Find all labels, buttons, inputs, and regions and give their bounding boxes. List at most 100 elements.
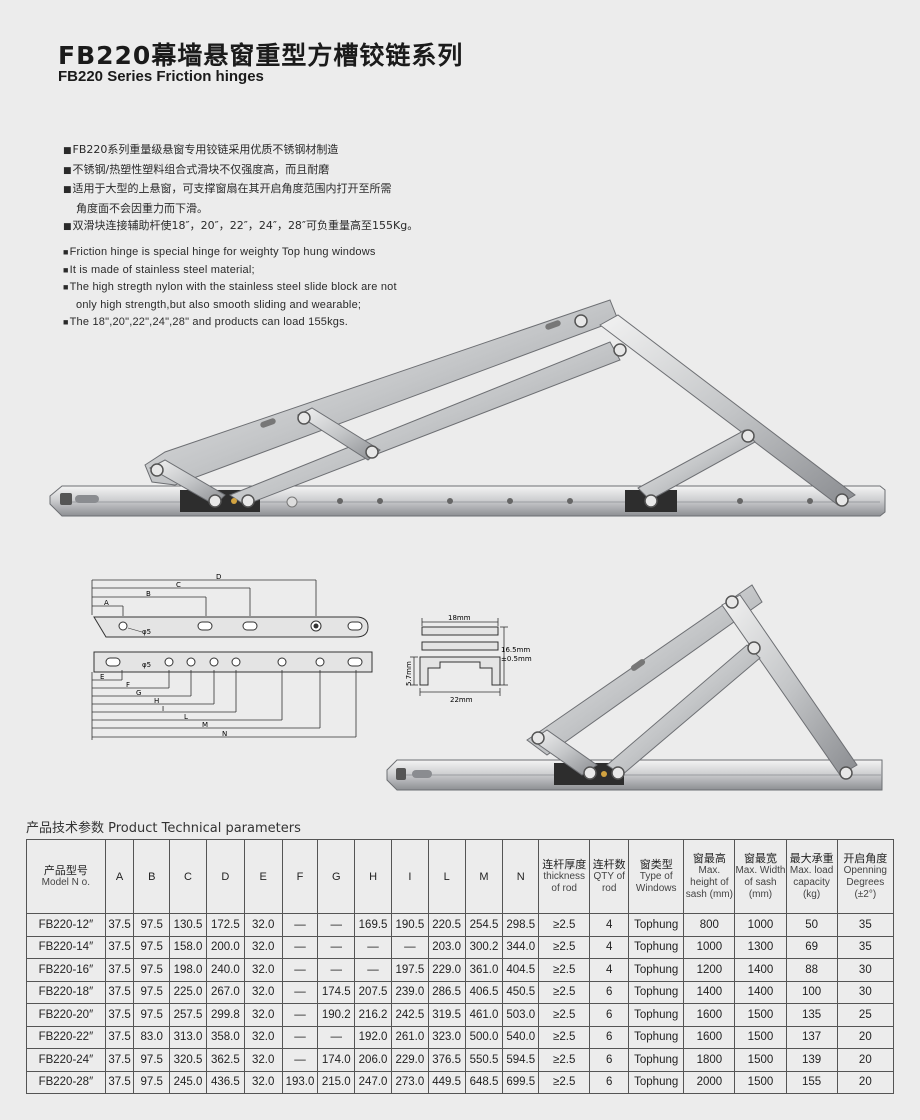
- table-cell: 69: [785, 935, 838, 959]
- table-cell: 6: [589, 1070, 630, 1094]
- table-cell: 198.0: [169, 958, 207, 982]
- table-cell: ≥2.5: [538, 1025, 591, 1049]
- feature-item: Friction hinge is special hinge for weig…: [63, 244, 397, 262]
- table-cell: —: [317, 913, 356, 937]
- table-cell: 20: [836, 1025, 895, 1049]
- column-header-cn: 开启角度: [843, 852, 888, 865]
- dim-label-e: E: [100, 673, 104, 681]
- column-header: N: [502, 839, 540, 914]
- table-cell: 239.0: [390, 980, 429, 1004]
- table-cell: 32.0: [243, 1003, 283, 1027]
- table-cell: 503.0: [502, 1003, 540, 1027]
- dim-label-g: G: [136, 689, 141, 697]
- section-width-top: 18mm: [448, 614, 471, 622]
- model-cell: FB220-28″: [26, 1070, 106, 1094]
- column-header: D: [205, 839, 245, 914]
- table-cell: 32.0: [243, 913, 283, 937]
- table-cell: 6: [589, 980, 630, 1004]
- model-cell: FB220-12″: [26, 913, 106, 937]
- model-cell: FB220-24″: [26, 1048, 106, 1072]
- table-cell: 137: [785, 1025, 838, 1049]
- column-header: B: [133, 839, 171, 914]
- table-cell: 267.0: [205, 980, 245, 1004]
- table-cell: 1300: [734, 935, 787, 959]
- table-cell: 648.5: [464, 1070, 504, 1094]
- table-cell: 30: [836, 958, 895, 982]
- hinge-photo-large: [49, 299, 886, 517]
- lower-hole-label: φ5: [142, 661, 151, 669]
- table-cell: 299.8: [205, 1003, 245, 1027]
- table-cell: 286.5: [427, 980, 466, 1004]
- table-cell: 32.0: [243, 980, 283, 1004]
- table-cell: 32.0: [243, 958, 283, 982]
- table-cell: 1000: [683, 935, 736, 959]
- column-header-cn: 窗最高: [692, 852, 726, 865]
- table-cell: 313.0: [169, 1025, 207, 1049]
- table-cell: 540.0: [502, 1025, 540, 1049]
- table-cell: 206.0: [354, 1048, 392, 1072]
- table-cell: ≥2.5: [538, 935, 591, 959]
- column-header-cn: 窗最宽: [743, 852, 777, 865]
- table-cell: ≥2.5: [538, 1070, 591, 1094]
- table-cell: 37.5: [104, 1003, 135, 1027]
- table-cell: 1500: [734, 1048, 787, 1072]
- table-cell: —: [354, 958, 392, 982]
- table-cell: 247.0: [354, 1070, 392, 1094]
- table-cell: 1400: [683, 980, 736, 1004]
- table-cell: 32.0: [243, 1048, 283, 1072]
- table-cell: 1400: [734, 980, 787, 1004]
- section-tolerance: ±0.5mm: [501, 655, 532, 663]
- table-cell: 83.0: [133, 1025, 171, 1049]
- table-cell: 203.0: [427, 935, 466, 959]
- table-cell: 216.2: [354, 1003, 392, 1027]
- table-cell: 97.5: [133, 935, 171, 959]
- table-cell: 6: [589, 1025, 630, 1049]
- table-cell: 32.0: [243, 935, 283, 959]
- table-cell: 229.0: [427, 958, 466, 982]
- table-cell: 37.5: [104, 958, 135, 982]
- table-cell: 172.5: [205, 913, 245, 937]
- table-cell: 1400: [734, 958, 787, 982]
- table-cell: 97.5: [133, 1070, 171, 1094]
- table-cell: 50: [785, 913, 838, 937]
- table-cell: ≥2.5: [538, 1048, 591, 1072]
- table-cell: —: [281, 935, 319, 959]
- table-cell: ≥2.5: [538, 1003, 591, 1027]
- column-header: M: [464, 839, 504, 914]
- table-cell: Tophung: [628, 1070, 685, 1094]
- section-height: 16.5mm: [501, 646, 530, 654]
- dimension-diagram: D C B A φ5 φ5 E F G H I L M N: [91, 573, 373, 740]
- table-cell: 449.5: [427, 1070, 466, 1094]
- table-cell: —: [354, 935, 392, 959]
- table-cell: 450.5: [502, 980, 540, 1004]
- table-cell: 190.5: [390, 913, 429, 937]
- dim-label-b: B: [146, 590, 151, 598]
- dim-label-f: F: [126, 681, 130, 689]
- column-header: F: [281, 839, 319, 914]
- table-cell: 406.5: [464, 980, 504, 1004]
- table-cell: 220.5: [427, 913, 466, 937]
- column-header-en: Type of Windows: [635, 870, 677, 894]
- table-cell: ≥2.5: [538, 913, 591, 937]
- table-cell: ≥2.5: [538, 958, 591, 982]
- column-header: H: [354, 839, 392, 914]
- table-cell: Tophung: [628, 958, 685, 982]
- table-cell: 37.5: [104, 935, 135, 959]
- table-cell: 320.5: [169, 1048, 207, 1072]
- feature-item: 双滑块连接辅助杆使18″，20″，22″，24″，28″可负重量高至155Kg。: [63, 217, 419, 237]
- table-cell: —: [281, 958, 319, 982]
- feature-item: FB220系列重量级悬窗专用铰链采用优质不锈钢材制造: [63, 141, 418, 161]
- column-header: C: [169, 839, 207, 914]
